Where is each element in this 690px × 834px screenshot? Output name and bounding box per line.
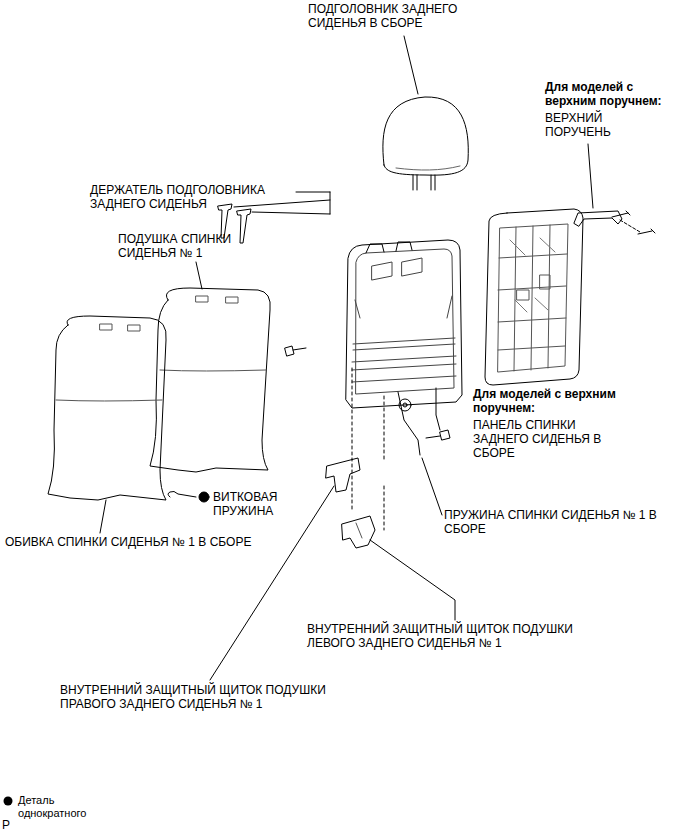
- leader-line: [588, 144, 593, 208]
- leader-line: [100, 500, 106, 533]
- model-note: Для моделей с верхним поручнем:: [473, 387, 673, 415]
- page-mark: P: [2, 818, 22, 832]
- one-time-part-mark: [3, 796, 13, 806]
- seat-back-frame: [346, 240, 462, 455]
- part-name: ДЕРЖАТЕЛЬ ПОДГОЛОВНИКА ЗАДНЕГО СИДЕНЬЯ: [90, 183, 300, 211]
- part-name: ПРУЖИНА СПИНКИ СИДЕНЬЯ № 1 В СБОРЕ: [444, 508, 679, 536]
- back-cover: [48, 316, 166, 500]
- model-note: Для моделей с верхним поручнем:: [545, 80, 675, 108]
- coil-spring: [168, 491, 209, 502]
- headrest: [383, 97, 468, 190]
- leader-line: [196, 262, 202, 289]
- legend-text: Деталь однократного: [18, 794, 118, 820]
- leader-line: [370, 540, 455, 620]
- part-name: ВНУТРЕННИЙ ЗАЩИТНЫЙ ЩИТОК ПОДУШКИ ПРАВОГ…: [60, 683, 370, 711]
- back-cushion: [150, 288, 270, 472]
- part-name: ПОДГОЛОВНИК ЗАДНЕГО СИДЕНЬЯ В СБОРЕ: [308, 2, 508, 30]
- part-name: ОБИВКА СПИНКИ СИДЕНЬЯ № 1 В СБОРЕ: [5, 535, 260, 549]
- shield: [326, 458, 375, 548]
- part-name: ПОДУШКА СПИНКИ СИДЕНЬЯ № 1: [118, 232, 258, 260]
- dashed-line: [352, 368, 384, 530]
- part-name: ВНУТРЕННИЙ ЗАЩИТНЫЙ ЩИТОК ПОДУШКИ ЛЕВОГО…: [307, 622, 617, 650]
- leader-line: [210, 486, 334, 680]
- part-name: ВИТКОВАЯ ПРУЖИНА: [213, 490, 293, 518]
- leader-line: [422, 458, 442, 515]
- armrest: [574, 211, 655, 234]
- part-name: ПАНЕЛЬ СПИНКИ ЗАДНЕГО СИДЕНЬЯ В СБОРЕ: [473, 418, 628, 460]
- part-name: ВЕРХНИЙ ПОРУЧЕНЬ: [545, 111, 625, 139]
- leader-line: [404, 36, 418, 94]
- bolt: [285, 346, 450, 440]
- back-panel: [485, 209, 583, 385]
- legend-entry: Деталь однократного: [3, 794, 118, 820]
